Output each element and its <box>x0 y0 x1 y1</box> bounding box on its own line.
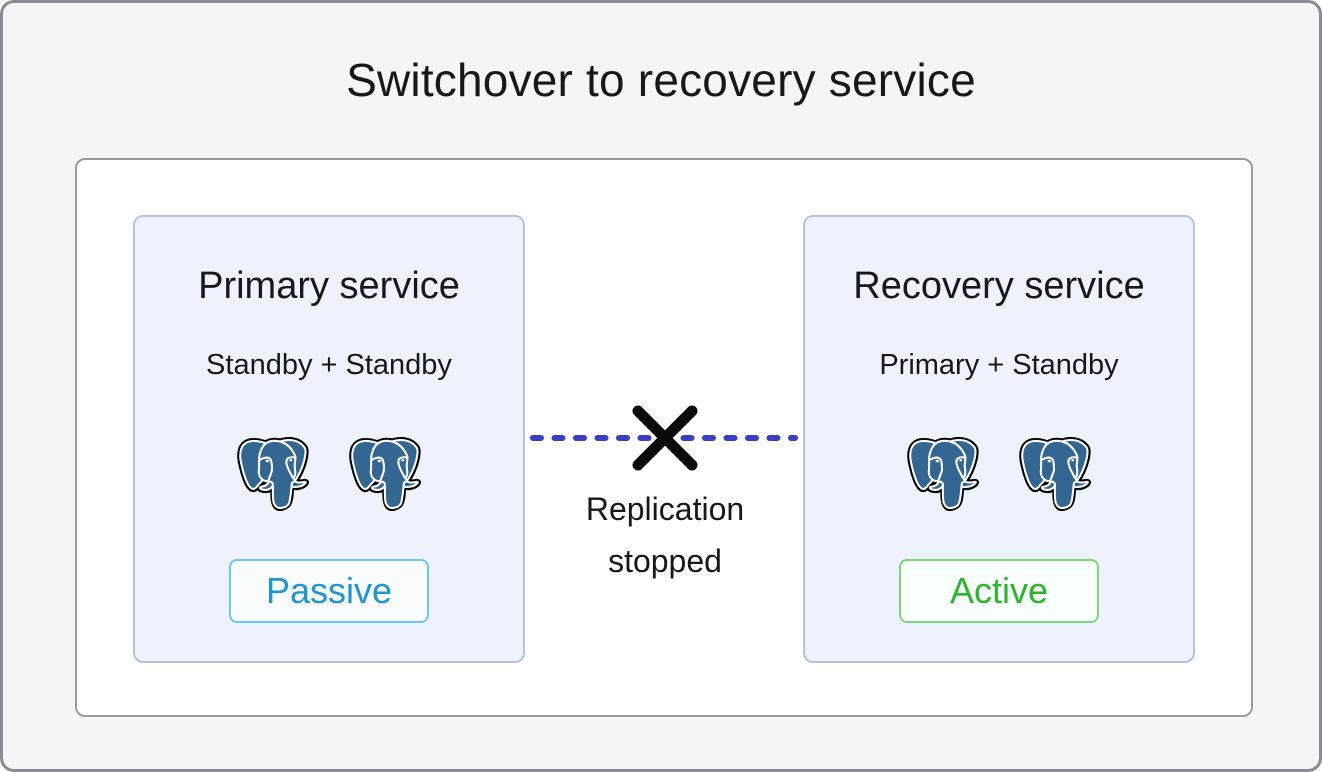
x-mark-icon <box>632 405 698 471</box>
card-title: Recovery service <box>853 265 1145 307</box>
postgresql-elephant-icon <box>349 437 421 511</box>
database-icon-row <box>907 437 1091 511</box>
database-icon-row <box>237 437 421 511</box>
postgresql-elephant-icon <box>237 437 309 511</box>
card-title: Primary service <box>198 265 460 307</box>
primary-service-card: Primary service Standby + Standby Passiv… <box>133 215 525 663</box>
status-badge-passive: Passive <box>229 559 429 623</box>
replication-status-label: Replication stopped <box>515 483 815 587</box>
postgresql-elephant-icon <box>907 437 979 511</box>
card-subtitle: Primary + Standby <box>879 349 1119 381</box>
replication-status-line1: Replication <box>585 491 745 527</box>
postgresql-elephant-icon <box>1019 437 1091 511</box>
card-subtitle: Standby + Standby <box>206 349 452 381</box>
diagram-title: Switchover to recovery service <box>346 54 976 106</box>
recovery-service-card: Recovery service Primary + Standby Activ… <box>803 215 1195 663</box>
status-badge-active: Active <box>899 559 1099 623</box>
replication-status-line2: stopped <box>608 543 722 579</box>
